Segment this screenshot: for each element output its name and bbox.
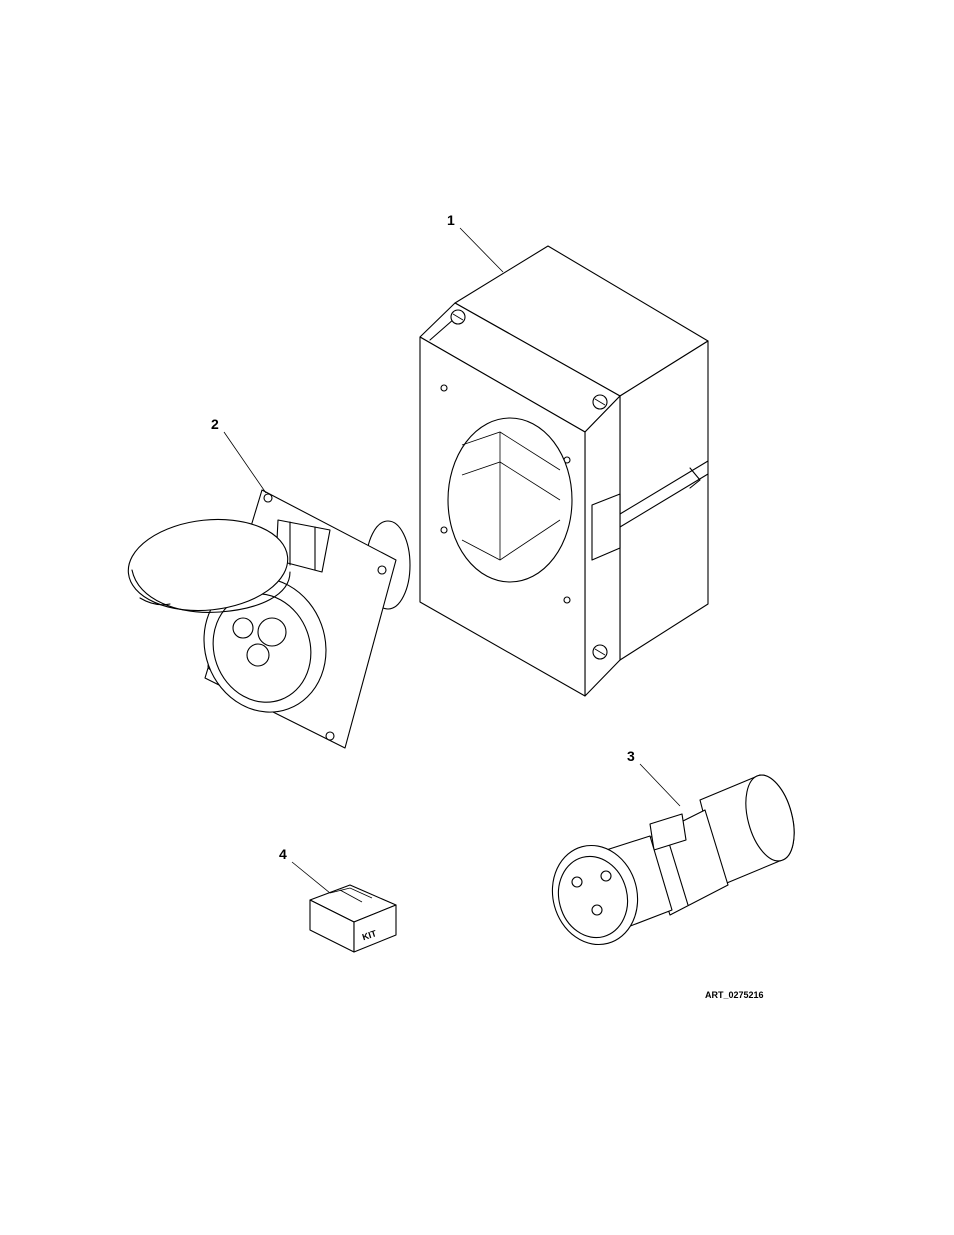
part-2-panel-socket <box>124 490 410 748</box>
art-id: ART_0275216 <box>705 990 764 1000</box>
callout-2: 2 <box>211 416 219 432</box>
callout-4: 4 <box>279 846 287 862</box>
callout-1: 1 <box>447 212 455 228</box>
part-1-receptacle-housing <box>420 246 708 696</box>
part-4-kit-box: KIT <box>310 885 396 952</box>
callout-3: 3 <box>627 748 635 764</box>
